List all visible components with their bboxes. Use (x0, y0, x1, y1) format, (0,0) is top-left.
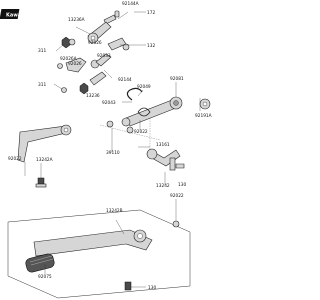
label-39110: 39110 (106, 150, 120, 156)
label-92026A: 92026A (60, 56, 77, 62)
label-92022-box: 92022 (170, 193, 184, 199)
svg-text:Kawa: Kawa (6, 13, 21, 19)
label-92075: 92075 (38, 274, 52, 280)
shift-lever-13242A (17, 124, 72, 188)
upper-linkage (57, 10, 130, 95)
label-92081: 92081 (170, 76, 184, 82)
shift-shaft-cluster (99, 87, 211, 150)
shift-pedal-13242B (7, 209, 191, 299)
label-13161: 13161 (156, 142, 170, 148)
label-13242A: 13242A (36, 157, 53, 163)
label-13236: 13236 (86, 93, 100, 99)
label-92144A: 92144A (122, 1, 139, 7)
label-92049: 92049 (137, 84, 151, 90)
parts-diagram: Kawa (0, 1, 212, 299)
shift-lever-13242 (146, 148, 185, 171)
label-92026-lower: 92026 (68, 61, 82, 67)
label-92022-left: 92022 (8, 156, 22, 162)
label-92033: 92033 (97, 53, 111, 59)
kawasaki-logo: Kawa (0, 9, 21, 19)
label-130-mid: 130 (178, 182, 186, 188)
label-92191A: 92191A (195, 113, 212, 119)
label-92144: 92144 (118, 77, 132, 83)
label-92026-upper: 92026 (88, 40, 102, 46)
part-number-labels: 92144A 172 13236A 92026 311 132 92026A 9… (8, 1, 212, 291)
label-172-top: 172 (147, 10, 155, 16)
label-13242: 13242 (156, 183, 170, 189)
label-311-lower: 311 (38, 82, 46, 88)
leader-lines (24, 11, 201, 274)
label-92022-mid: 92022 (134, 129, 148, 135)
label-92043: 92043 (102, 100, 116, 106)
label-311-upper: 311 (38, 48, 46, 54)
label-132: 132 (147, 43, 155, 49)
label-13242B: 13242B (106, 208, 123, 214)
label-13236A: 13236A (68, 17, 85, 23)
label-130-bottom: 130 (148, 285, 156, 291)
